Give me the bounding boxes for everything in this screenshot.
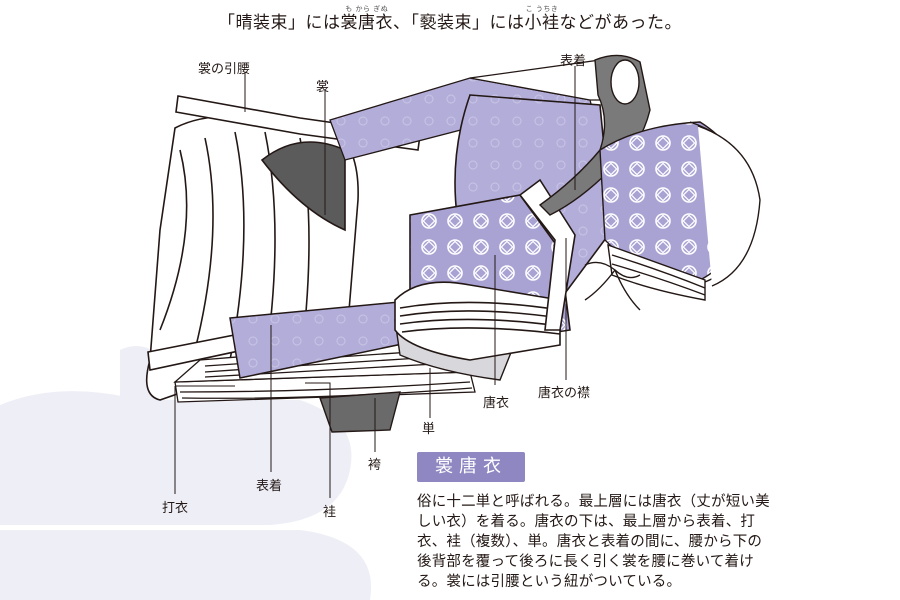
caption-kouchiki: 小袿こ うちき xyxy=(524,5,560,33)
caption-text-3: などがあった。 xyxy=(559,13,682,33)
caption-kouchiki-word: 小袿 xyxy=(524,13,560,33)
label-uchiginu: 打衣 xyxy=(162,501,189,516)
label-karaginu: 唐衣 xyxy=(483,396,510,411)
mokaraginu-title-badge: 裳唐衣 xyxy=(417,452,525,482)
caption-mokaraginu-word: 裳唐衣 xyxy=(340,13,393,33)
label-uchiki: 袿 xyxy=(323,505,337,520)
label-hitoe: 単 xyxy=(422,422,436,437)
right-sleeve xyxy=(599,121,761,301)
label-uwagi-bottom: 表着 xyxy=(256,479,283,494)
leader-lines xyxy=(174,66,576,498)
label-karaginu-no-eri: 唐衣の襟 xyxy=(538,386,591,401)
hair xyxy=(538,54,651,216)
figure-caption: 「晴装束」には裳唐衣も から ぎぬ、「褻装束」には小袿こ うちきなどがあった。 xyxy=(0,5,900,33)
tie-cord xyxy=(584,261,641,311)
label-hakama: 袴 xyxy=(368,458,382,473)
caption-text-2: 、「褻装束」には xyxy=(393,13,525,33)
mokaraginu-description: 俗に十二単と呼ばれる。最上層には唐衣（丈が短い美しい衣）を着る。唐衣の下は、最上… xyxy=(417,494,770,590)
caption-kouchiki-ruby: こ うちき xyxy=(525,5,559,13)
caption-mokaraginu-ruby: も から ぎぬ xyxy=(345,5,389,13)
caption-mokaraginu: 裳唐衣も から ぎぬ xyxy=(340,5,394,33)
caption-text-1: 「晴装束」には xyxy=(218,13,341,33)
label-mo: 裳 xyxy=(316,80,330,95)
label-uwagi-top: 表着 xyxy=(560,54,587,69)
label-mo-no-hikigoshi: 裳の引腰 xyxy=(198,62,251,77)
karaginu xyxy=(394,94,613,361)
hakama xyxy=(319,391,401,433)
